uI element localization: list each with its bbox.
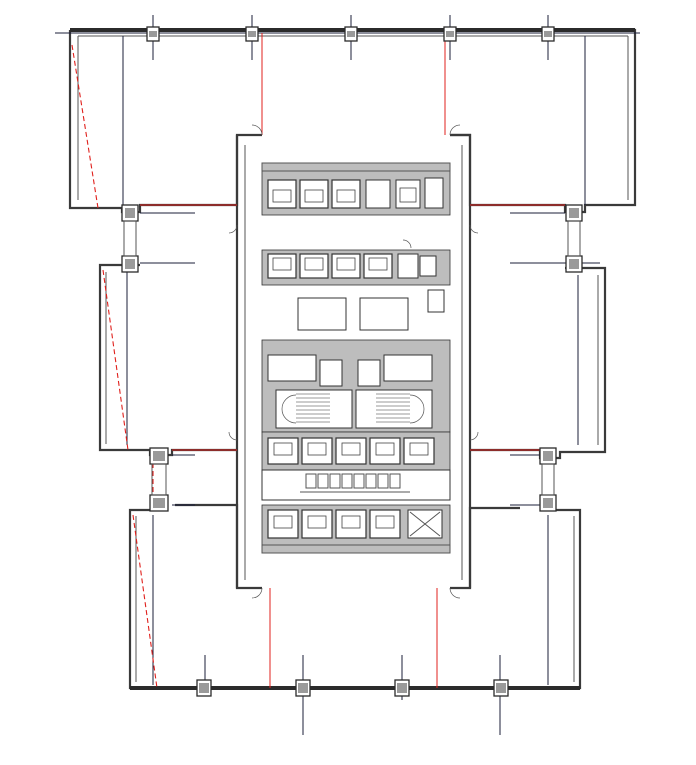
upper-lifts [267,177,444,209]
core-outer-wall [235,133,472,590]
columns [121,26,583,697]
stair-left [275,389,353,429]
stair-right [355,389,433,429]
third-lifts [267,437,435,465]
lobby-room-left [297,297,347,331]
lobby-room-right [359,297,409,331]
toilet-cubicles [300,473,410,493]
stair-treads [281,393,425,424]
second-lifts [267,253,437,279]
right-wing-wall [470,266,607,460]
red-lines [71,33,565,689]
toilet-strip [261,469,451,501]
left-wing-wall [98,263,237,457]
lower-lifts [267,509,443,539]
core [228,124,479,599]
